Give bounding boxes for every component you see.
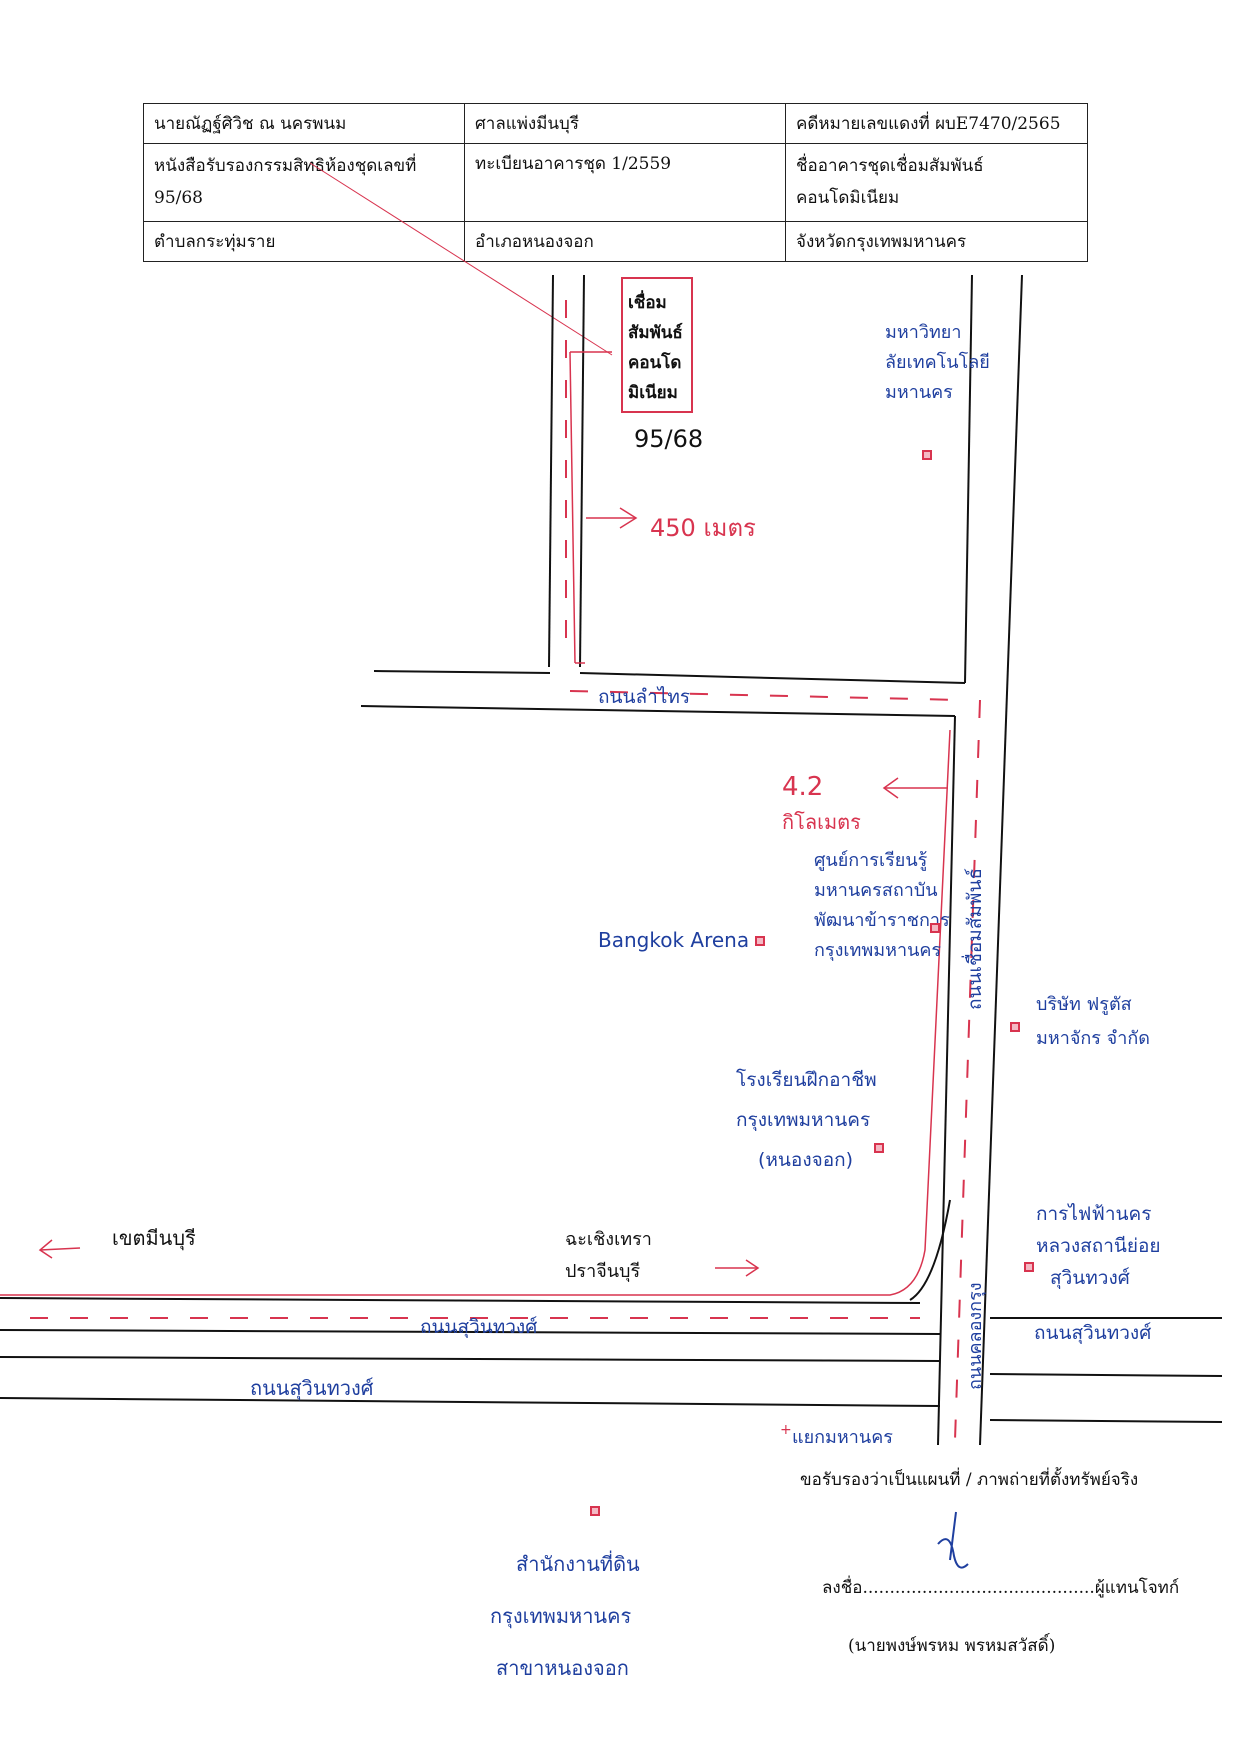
mahanakhon-junction-label: แยกมหานคร	[792, 1427, 893, 1448]
table-cell: ทะเบียนอาคารชุด 1/2559	[464, 143, 786, 222]
vocational-school-label: โรงเรียนฝึกอาชีพ กรุงเทพมหานคร (หนองจอก)	[736, 1060, 877, 1180]
label-line: มหานคร	[885, 382, 953, 403]
label-line: กรุงเทพมหานคร	[814, 940, 942, 961]
road-suwinthawong: ถนนสุวินทวงศ์	[250, 1376, 374, 1400]
table-cell: หนังสือรับรองกรรมสิทธิห้องชุดเลขที่ 95/6…	[143, 143, 465, 222]
label-line: สำนักงานที่ดิน	[516, 1552, 640, 1576]
label-line: มหาจักร จำกัด	[1036, 1028, 1150, 1049]
table-cell: ชื่ออาคารชุดเชื่อมสัมพันธ์ คอนโดมิเนียม	[785, 143, 1088, 222]
pointer-line	[309, 162, 613, 356]
signature	[937, 1511, 969, 1569]
vocational-school-marker	[874, 1143, 884, 1153]
company-marker	[1010, 1022, 1020, 1032]
sign-prefix: ลงชื่อ	[822, 1578, 863, 1598]
signer-name: (นายพงษ์พรหม พรหมสวัสดิ์)	[848, 1636, 1056, 1656]
building-label-line: สัมพันธ์	[628, 323, 683, 343]
label-line: มหานครสถาบัน	[814, 880, 938, 901]
label-line: ศูนย์การเรียนรู้	[814, 850, 928, 871]
table-cell: จังหวัดกรุงเทพมหานคร	[785, 220, 1088, 262]
case-info-table: นายณัฏฐ์ศิวิช ณ นครพนม ศาลแพ่งมีนบุรี คด…	[143, 103, 1088, 262]
certification-statement: ขอรับรองว่าเป็นแผนที่ / ภาพถ่ายที่ตั้งทร…	[800, 1470, 1139, 1490]
table-cell: คดีหมายเลขแดงที่ ผบE7470/2565	[785, 103, 1088, 144]
signature-line: ลงชื่อ..................................…	[822, 1574, 1179, 1601]
label-line: สาขาหนองจอก	[496, 1656, 629, 1680]
distance-42km-unit: กิโลเมตร	[782, 810, 861, 834]
label-line: ปราจีนบุรี	[565, 1261, 641, 1282]
chachoengsao-label: ฉะเชิงเทรา ปราจีนบุรี	[565, 1224, 652, 1288]
table-cell: นายณัฏฐ์ศิวิช ณ นครพนม	[143, 103, 465, 144]
label-line: ฉะเชิงเทรา	[565, 1229, 652, 1250]
table-row: หนังสือรับรองกรรมสิทธิห้องชุดเลขที่ 95/6…	[143, 143, 1088, 222]
table-cell: อำเภอหนองจอก	[464, 220, 786, 262]
label-line: (หนองจอก)	[758, 1149, 854, 1171]
bangkok-arena-marker	[755, 936, 765, 946]
building-marker	[621, 277, 693, 413]
label-line: กรุงเทพมหานคร	[736, 1109, 871, 1131]
sign-dots: ........................................…	[862, 1578, 1095, 1598]
road-suwinthawong: ถนนสุวินทวงศ์	[1034, 1322, 1152, 1344]
label-line: การไฟฟ้านคร	[1036, 1203, 1152, 1225]
company-label: บริษัท ฟรูตัส มหาจักร จำกัด	[1036, 988, 1150, 1056]
land-office-label: สำนักงานที่ดิน กรุงเทพมหานคร สาขาหนองจอก	[490, 1538, 640, 1694]
university-marker	[922, 450, 932, 460]
label-line: มหาวิทยา	[885, 322, 962, 343]
label-line: กรุงเทพมหานคร	[490, 1604, 632, 1628]
road-khlong-krung: ถนนคลองกรุง	[965, 1282, 986, 1390]
road-centerlines	[30, 300, 981, 1441]
learning-center-marker	[930, 923, 940, 933]
label-line: บริษัท ฟรูตัส	[1036, 994, 1132, 1015]
distance-42km-value: 4.2	[782, 772, 824, 802]
unit-number: 95/68	[634, 425, 704, 453]
electricity-marker	[1024, 1262, 1034, 1272]
road-chuam-samphan: ถนนเชื่อมสัมพันธ์	[964, 867, 986, 1010]
label-line: พัฒนาข้าราชการ	[814, 910, 950, 931]
label-line: โรงเรียนฝึกอาชีพ	[736, 1069, 877, 1091]
label-line: ลัยเทคโนโลยี	[885, 352, 990, 373]
table-row: ตำบลกระทุ่มราย อำเภอหนองจอก จังหวัดกรุงเ…	[143, 220, 1088, 262]
road-lam-thai: ถนนลำไทร	[598, 686, 691, 708]
road-lines	[0, 274, 1223, 1446]
land-office-marker	[590, 1506, 600, 1516]
building-label-line: คอนโด	[628, 353, 682, 373]
table-cell: ศาลแพ่งมีนบุรี	[464, 103, 786, 144]
bangkok-arena-label: Bangkok Arena	[598, 928, 750, 952]
sign-suffix: ผู้แทนโจทก์	[1094, 1578, 1180, 1598]
min-buri-label: เขตมีนบุรี	[112, 1226, 196, 1250]
university-label: มหาวิทยา ลัยเทคโนโลยี มหานคร	[885, 318, 990, 408]
table-row: นายณัฏฐ์ศิวิช ณ นครพนม ศาลแพ่งมีนบุรี คด…	[143, 103, 1088, 144]
electricity-label: การไฟฟ้านคร หลวงสถานีย่อย สุวินทวงศ์	[1036, 1198, 1161, 1294]
route-path	[0, 351, 951, 1296]
label-line: สุวินทวงศ์	[1050, 1267, 1130, 1289]
building-label-line: มิเนียม	[628, 383, 678, 403]
distance-450m: 450 เมตร	[650, 514, 756, 542]
junction-marker: +	[780, 1422, 792, 1438]
road-suwinthawong: ถนนสุวินทวงศ์	[420, 1316, 538, 1338]
building-label-line: เชื่อม	[628, 293, 667, 313]
label-line: หลวงสถานีย่อย	[1036, 1235, 1161, 1257]
building-label: เชื่อม สัมพันธ์ คอนโด มิเนียม	[628, 288, 683, 408]
learning-center-label: ศูนย์การเรียนรู้ มหานครสถาบัน พัฒนาข้ารา…	[814, 846, 950, 966]
